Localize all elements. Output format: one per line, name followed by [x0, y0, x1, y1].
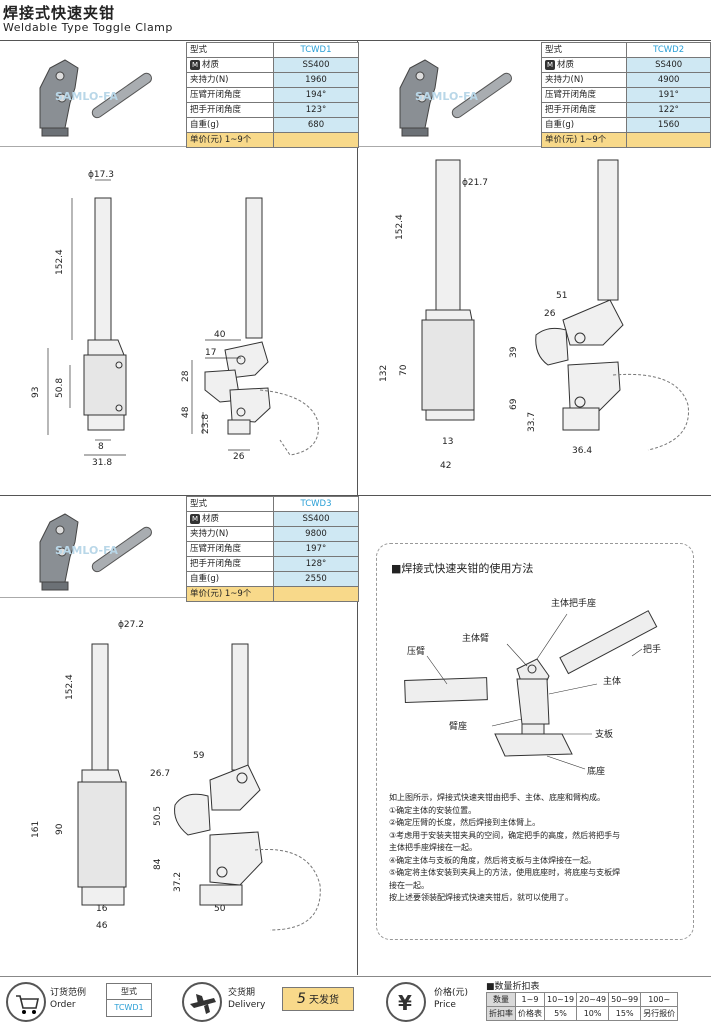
usage-diagram: 主体把手座 主体臂 压臂 把手 主体 臂座 支板 底座: [404, 597, 661, 777]
divider: [0, 40, 711, 41]
dim-g: 23.8: [201, 414, 211, 434]
watermark: SAMLO-FA: [55, 90, 118, 103]
usage-panel: ■焊接式快速夹钳的使用方法 主体把手座 主体臂 压臂 把手 主体 臂座 支板 底…: [376, 543, 694, 940]
dim-height: 132: [379, 365, 389, 382]
dim-height: 161: [31, 821, 41, 838]
dim-g: 37.2: [173, 872, 183, 892]
watermark: SAMLO-FA: [415, 90, 478, 103]
divider: [357, 41, 358, 495]
product-photo-tcwd3: SAMLO-FA: [39, 513, 152, 591]
label-arm-body: 主体臂: [462, 632, 489, 644]
dim-length: 152.4: [395, 214, 405, 240]
dim-height: 93: [31, 387, 41, 398]
divider: [0, 495, 711, 496]
dim-c: 17: [205, 348, 216, 358]
dim-w1: 13: [442, 437, 453, 447]
dim-a: 40: [214, 330, 226, 340]
dim-f: 69: [509, 398, 519, 410]
dim-diameter: ϕ21.7: [462, 178, 488, 188]
svg-text:¥: ¥: [398, 991, 412, 1015]
price-label: 价格(元)Price: [434, 988, 469, 1010]
delivery-badge: 5 天发货: [282, 987, 354, 1011]
dim-e: 39: [509, 346, 519, 358]
usage-text: 如上图所示，焊接式快速夹钳由把手、主体、底座和臂构成。①确定主体的安装位置。 ②…: [389, 793, 621, 902]
watermark: SAMLO-FA: [55, 544, 118, 557]
label-body: 主体: [603, 675, 621, 687]
label-handle: 把手: [643, 643, 661, 655]
discount-title: ■数量折扣表: [486, 982, 540, 992]
dim-e: 50.5: [153, 806, 163, 826]
dim-f: 84: [153, 858, 163, 870]
dim-w1: 16: [96, 904, 108, 914]
dim-f: 48: [181, 406, 191, 418]
drawing-tcwd3: ϕ27.2 152.4 161 90 16 46 59 26.7 50.5 84…: [31, 620, 321, 931]
dim-length: 152.4: [55, 249, 65, 275]
dim-c: 26: [544, 309, 556, 319]
dim-c: 26.7: [150, 769, 170, 779]
product-photo-tcwd1: SAMLO-FA: [39, 59, 152, 137]
dim-base: 36.4: [572, 446, 592, 456]
page-title: 焊接式快速夹钳: [3, 4, 116, 22]
product-photo-tcwd2: SAMLO-FA: [399, 59, 512, 137]
plane-icon: [182, 982, 222, 1022]
drawing-tcwd1: ϕ17.3 152.4 93 50.8 8 31.8 40 17 28 48 2…: [31, 170, 319, 468]
order-example: 型式 TCWD1: [106, 983, 152, 1017]
divider: [357, 495, 358, 975]
dim-g: 33.7: [527, 412, 537, 432]
drawing-tcwd2: ϕ21.7 152.4 132 70 13 42 51 26 39 69 33.…: [379, 159, 689, 471]
dim-base: 26: [233, 452, 245, 462]
dim-w1: 8: [98, 442, 104, 452]
label-seat: 主体把手座: [551, 597, 596, 609]
dim-bolt: 50.8: [55, 378, 65, 398]
dim-length: 152.4: [65, 674, 75, 700]
cart-icon: [6, 982, 46, 1022]
dim-diameter: ϕ27.2: [118, 620, 144, 630]
label-base: 底座: [587, 765, 605, 777]
dim-bolt: 90: [55, 823, 65, 835]
divider: [0, 597, 357, 598]
label-press: 压臂: [407, 645, 425, 657]
label-arm-seat: 臂座: [449, 720, 467, 732]
dim-a: 59: [193, 751, 205, 761]
dim-w2: 31.8: [92, 458, 112, 468]
dim-w2: 42: [440, 461, 451, 471]
usage-title: ■焊接式快速夹钳的使用方法: [391, 562, 534, 575]
label-plate: 支板: [595, 728, 613, 740]
dim-base: 50: [214, 904, 226, 914]
dim-bolt: 70: [399, 364, 409, 376]
dim-e: 28: [181, 370, 191, 382]
yen-icon: ¥: [386, 982, 426, 1022]
page-subtitle: Weldable Type Toggle Clamp: [3, 21, 173, 34]
dim-w2: 46: [96, 921, 108, 931]
dim-diameter: ϕ17.3: [88, 170, 114, 180]
dim-a: 51: [556, 291, 567, 301]
